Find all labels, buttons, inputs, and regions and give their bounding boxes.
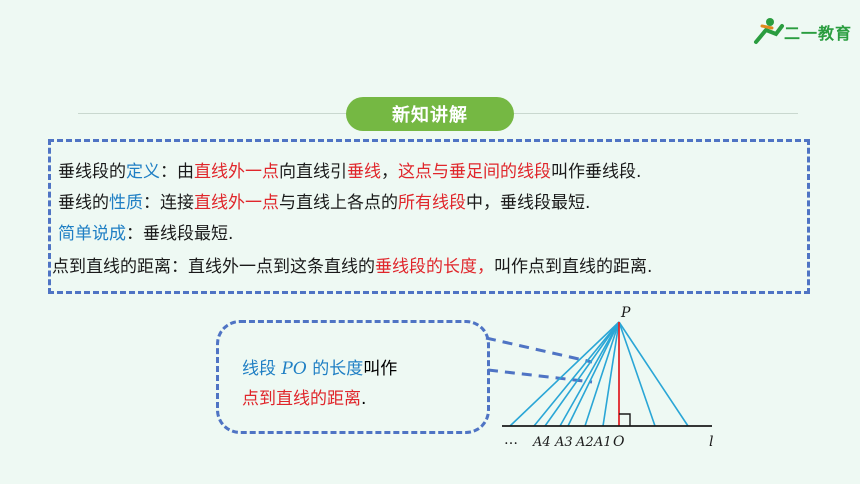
definition-segment: 垂线段的长度， xyxy=(375,257,494,277)
ray-right-2 xyxy=(618,321,689,427)
definition-line-1: 垂线段的定义：由直线外一点向直线引垂线，这点与垂足间的线段叫作垂线段. xyxy=(58,157,641,182)
ray-a4 xyxy=(544,321,620,427)
definition-segment: 直线外一点 xyxy=(194,162,279,182)
note-line-1: 线段 PO 的长度叫作 xyxy=(242,354,397,379)
label-a2: A2 xyxy=(575,435,594,450)
label-a4: A4 xyxy=(532,435,551,450)
definition-line-3: 简单说成：垂线段最短. xyxy=(58,219,233,244)
definition-segment: 简单说成 xyxy=(58,224,126,244)
definition-segment: 垂线段的 xyxy=(58,162,126,182)
ray-right-1 xyxy=(618,321,656,427)
definition-segment: ， xyxy=(381,162,398,182)
definition-segment: 直线外一点 xyxy=(194,193,279,213)
definition-segment: 所有线段 xyxy=(398,193,466,213)
definition-segment: 这点与垂足间的线段 xyxy=(398,162,551,182)
definition-segment: 与直线上各点的 xyxy=(279,193,398,213)
ray-a1 xyxy=(602,321,620,427)
definition-segment: 性质 xyxy=(109,193,143,213)
label-l: l xyxy=(709,434,713,450)
note-distance: 点到直线的距离 xyxy=(242,389,361,409)
definition-segment: ：垂线段最短. xyxy=(126,224,234,244)
definition-segment: 垂线 xyxy=(347,162,381,182)
ray-a2 xyxy=(584,321,620,427)
note-term-po: PO xyxy=(281,359,307,379)
note-period: . xyxy=(361,389,367,409)
definition-segment: ：由 xyxy=(160,162,194,182)
callout-connector-upper xyxy=(485,336,593,364)
ray-a3-outer xyxy=(559,321,620,427)
definition-segment: 中，垂线段最短. xyxy=(466,193,591,213)
ray-a3 xyxy=(567,321,620,427)
definition-segment: 向直线引 xyxy=(279,162,347,182)
label-ellipsis: … xyxy=(504,432,518,448)
label-o: O xyxy=(613,434,625,450)
ray-a4-outer xyxy=(533,321,620,427)
definition-segment: 叫作点到直线的距离. xyxy=(494,257,653,277)
definition-segment: 叫作垂线段. xyxy=(551,162,642,182)
definition-segment: ：连接 xyxy=(143,193,194,213)
label-p: P xyxy=(620,305,631,321)
brand-logo-icon xyxy=(754,18,784,44)
section-title: 新知讲解 xyxy=(346,97,514,131)
definition-segment: 点到直线的距离：直线外一点到这条直线的 xyxy=(52,257,375,277)
definition-line-2: 垂线的性质：连接直线外一点与直线上各点的所有线段中，垂线段最短. xyxy=(58,188,590,213)
brand-name: 二一教育 xyxy=(784,24,853,43)
right-angle-marker xyxy=(619,413,631,426)
definition-box xyxy=(48,139,810,294)
definition-line-4: 点到直线的距离：直线外一点到这条直线的垂线段的长度，叫作点到直线的距离. xyxy=(52,252,652,277)
callout-connector-lower xyxy=(487,368,593,384)
ray-far xyxy=(509,321,620,427)
note-term-c: 的长度 xyxy=(306,359,364,379)
note-line-2: 点到直线的距离. xyxy=(242,384,366,409)
label-a3: A3 xyxy=(554,435,573,450)
note-callout xyxy=(216,320,490,434)
note-term-d: 叫作 xyxy=(363,359,398,379)
label-a1: A1 xyxy=(593,435,612,450)
definition-segment: 定义 xyxy=(126,162,160,182)
definition-segment: 垂线的 xyxy=(58,193,109,213)
note-term-a: 线段 xyxy=(242,359,282,379)
